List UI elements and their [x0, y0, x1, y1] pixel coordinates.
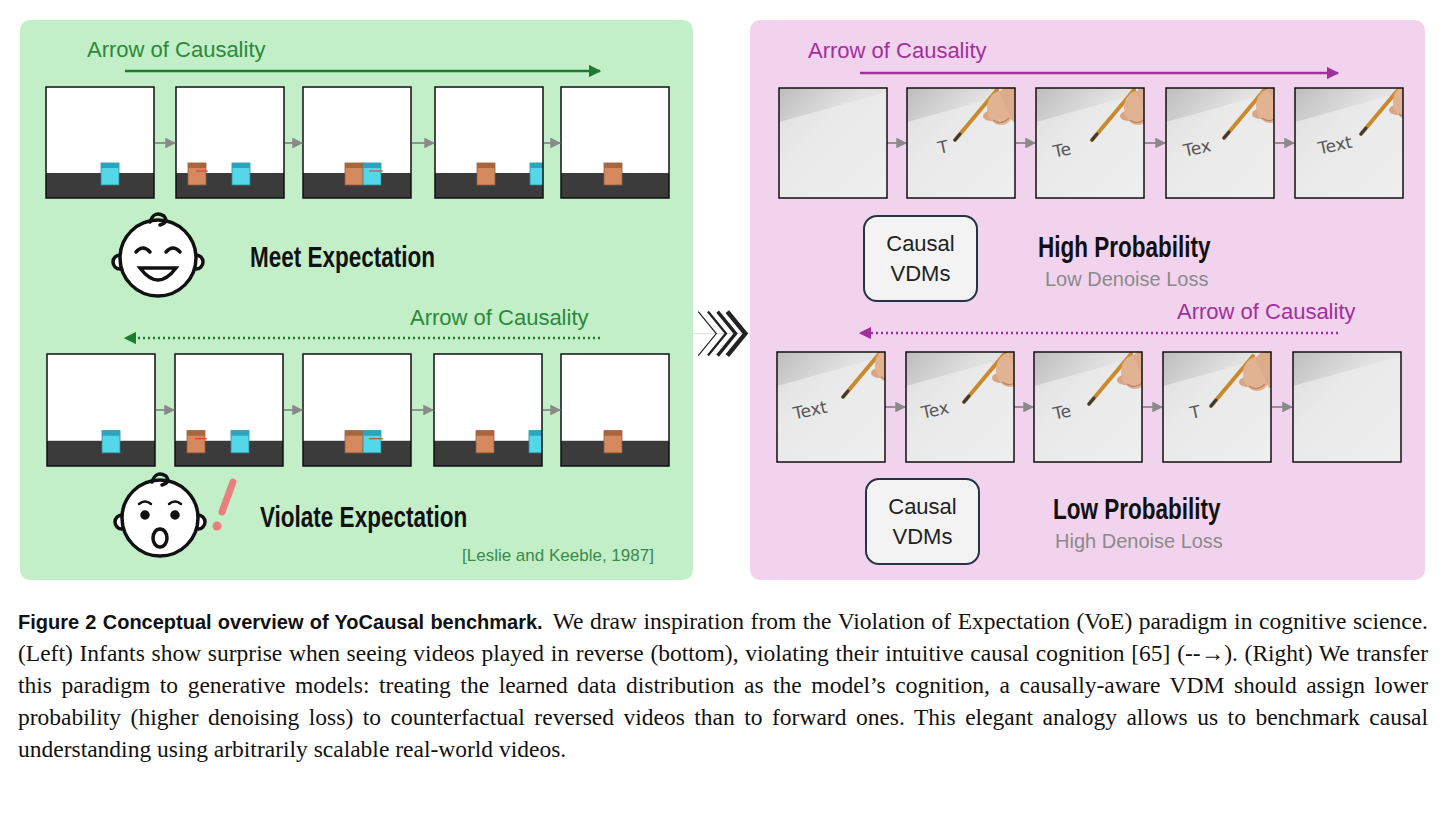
- frame-border: [561, 87, 669, 198]
- frame-arrow: [412, 409, 433, 411]
- frame-arrow: [412, 142, 434, 144]
- video-frames-forward: [779, 54, 1445, 198]
- block-frame: [176, 87, 284, 198]
- frame-border: [434, 354, 542, 466]
- chevron: [727, 312, 745, 356]
- video-frame: [779, 88, 887, 198]
- handwritten-text: Tex: [919, 397, 950, 422]
- frame-border: [1295, 88, 1403, 198]
- happy-infant-icon: [113, 214, 203, 296]
- arrow-label: Arrow of Causality: [87, 37, 266, 63]
- handwritten-text: Tex: [1181, 135, 1212, 160]
- frame-arrow: [1145, 142, 1165, 144]
- frame-border: [435, 87, 543, 198]
- frame-border: [46, 87, 154, 198]
- frame-border: [303, 87, 411, 198]
- frame-arrow: [1014, 406, 1033, 408]
- model-box: Causal VDMs: [865, 478, 980, 565]
- frame-arrow: [1016, 142, 1035, 144]
- handwritten-text: Text: [1316, 132, 1354, 159]
- arrow-label: Arrow of Causality: [1177, 299, 1356, 325]
- arrow-label: Arrow of Causality: [410, 305, 589, 331]
- exclamation-stroke: [222, 482, 233, 512]
- frame-border: [561, 354, 669, 466]
- frame-border: [906, 352, 1014, 462]
- model-box: Causal VDMs: [863, 215, 978, 302]
- frame-arrow: [1143, 406, 1162, 408]
- causality-arrow: [125, 70, 600, 73]
- frame-border: [1166, 88, 1274, 198]
- video-frame: [1163, 326, 1311, 462]
- block-frames-reversed: [47, 354, 669, 466]
- frame-arrow: [156, 409, 174, 411]
- frame-border: [777, 352, 885, 462]
- block-frame: [303, 354, 411, 466]
- handwritten-text: T: [936, 136, 950, 158]
- figure-title: Figure 2 Conceptual overview of YoCausal…: [18, 611, 543, 633]
- outcome-label: Violate Expectation: [260, 500, 467, 534]
- block-frames-forward: [46, 87, 669, 198]
- loss-label: High Denoise Loss: [1055, 530, 1223, 553]
- caption-block: Figure 2 Conceptual overview of YoCausal…: [18, 608, 1428, 768]
- frame-arrow: [1272, 406, 1292, 408]
- block-frame: [434, 354, 547, 466]
- video-frame: [1293, 352, 1401, 462]
- causality-arrow-reversed: [125, 337, 600, 340]
- frame-arrow: [1275, 142, 1294, 144]
- frame-arrow: [544, 142, 560, 144]
- frame-arrow: [543, 409, 560, 411]
- handwritten-text: Text: [791, 397, 829, 424]
- loss-label: Low Denoise Loss: [1045, 268, 1208, 291]
- frame-arrow: [284, 409, 302, 411]
- causality-arrow-reversed: [860, 332, 1338, 335]
- handwritten-text: T: [1188, 401, 1202, 423]
- model-label: Causal VDMs: [875, 492, 970, 552]
- block-frame: [435, 87, 548, 198]
- outcome-label: High Probability: [1038, 230, 1211, 264]
- frame-border: [1163, 352, 1271, 462]
- video-frames-reversed: [777, 317, 1401, 462]
- outcome-label: Low Probability: [1053, 492, 1221, 526]
- block-frame: [46, 87, 154, 198]
- handwritten-text: Te: [1051, 400, 1073, 423]
- handwritten-text: Te: [1051, 138, 1073, 161]
- causality-arrow: [860, 72, 1338, 75]
- chevron-connector: [693, 312, 750, 356]
- citation: [Leslie and Keeble, 1987]: [462, 546, 654, 566]
- frame-border: [1036, 88, 1144, 198]
- frame-border: [907, 88, 1015, 198]
- frame-border: [47, 354, 155, 466]
- video-frame: [907, 60, 1055, 198]
- outcome-label: Meet Expectation: [250, 240, 435, 274]
- frame-arrow: [885, 406, 905, 408]
- frame-border: [303, 354, 411, 466]
- exclamation-mark: [213, 482, 234, 531]
- frame-border: [175, 354, 283, 466]
- frame-border: [1034, 352, 1142, 462]
- frame-border: [779, 88, 887, 198]
- block-frame: [561, 87, 669, 198]
- block-frame: [175, 354, 283, 466]
- block-frame: [561, 354, 669, 466]
- arrow-label: Arrow of Causality: [808, 38, 987, 64]
- connector-line: [693, 333, 750, 334]
- block-frame: [47, 354, 155, 466]
- surprised-infant-icon: [115, 474, 205, 556]
- frame-arrow: [155, 142, 175, 144]
- frame-arrow: [887, 142, 906, 144]
- video-frame: [1295, 54, 1445, 198]
- frame-border: [1293, 352, 1401, 462]
- block-frame: [303, 87, 411, 198]
- frame-arrow: [285, 142, 302, 144]
- model-label: Causal VDMs: [873, 229, 968, 289]
- exclamation-dot: [213, 522, 222, 531]
- frame-border: [176, 87, 284, 198]
